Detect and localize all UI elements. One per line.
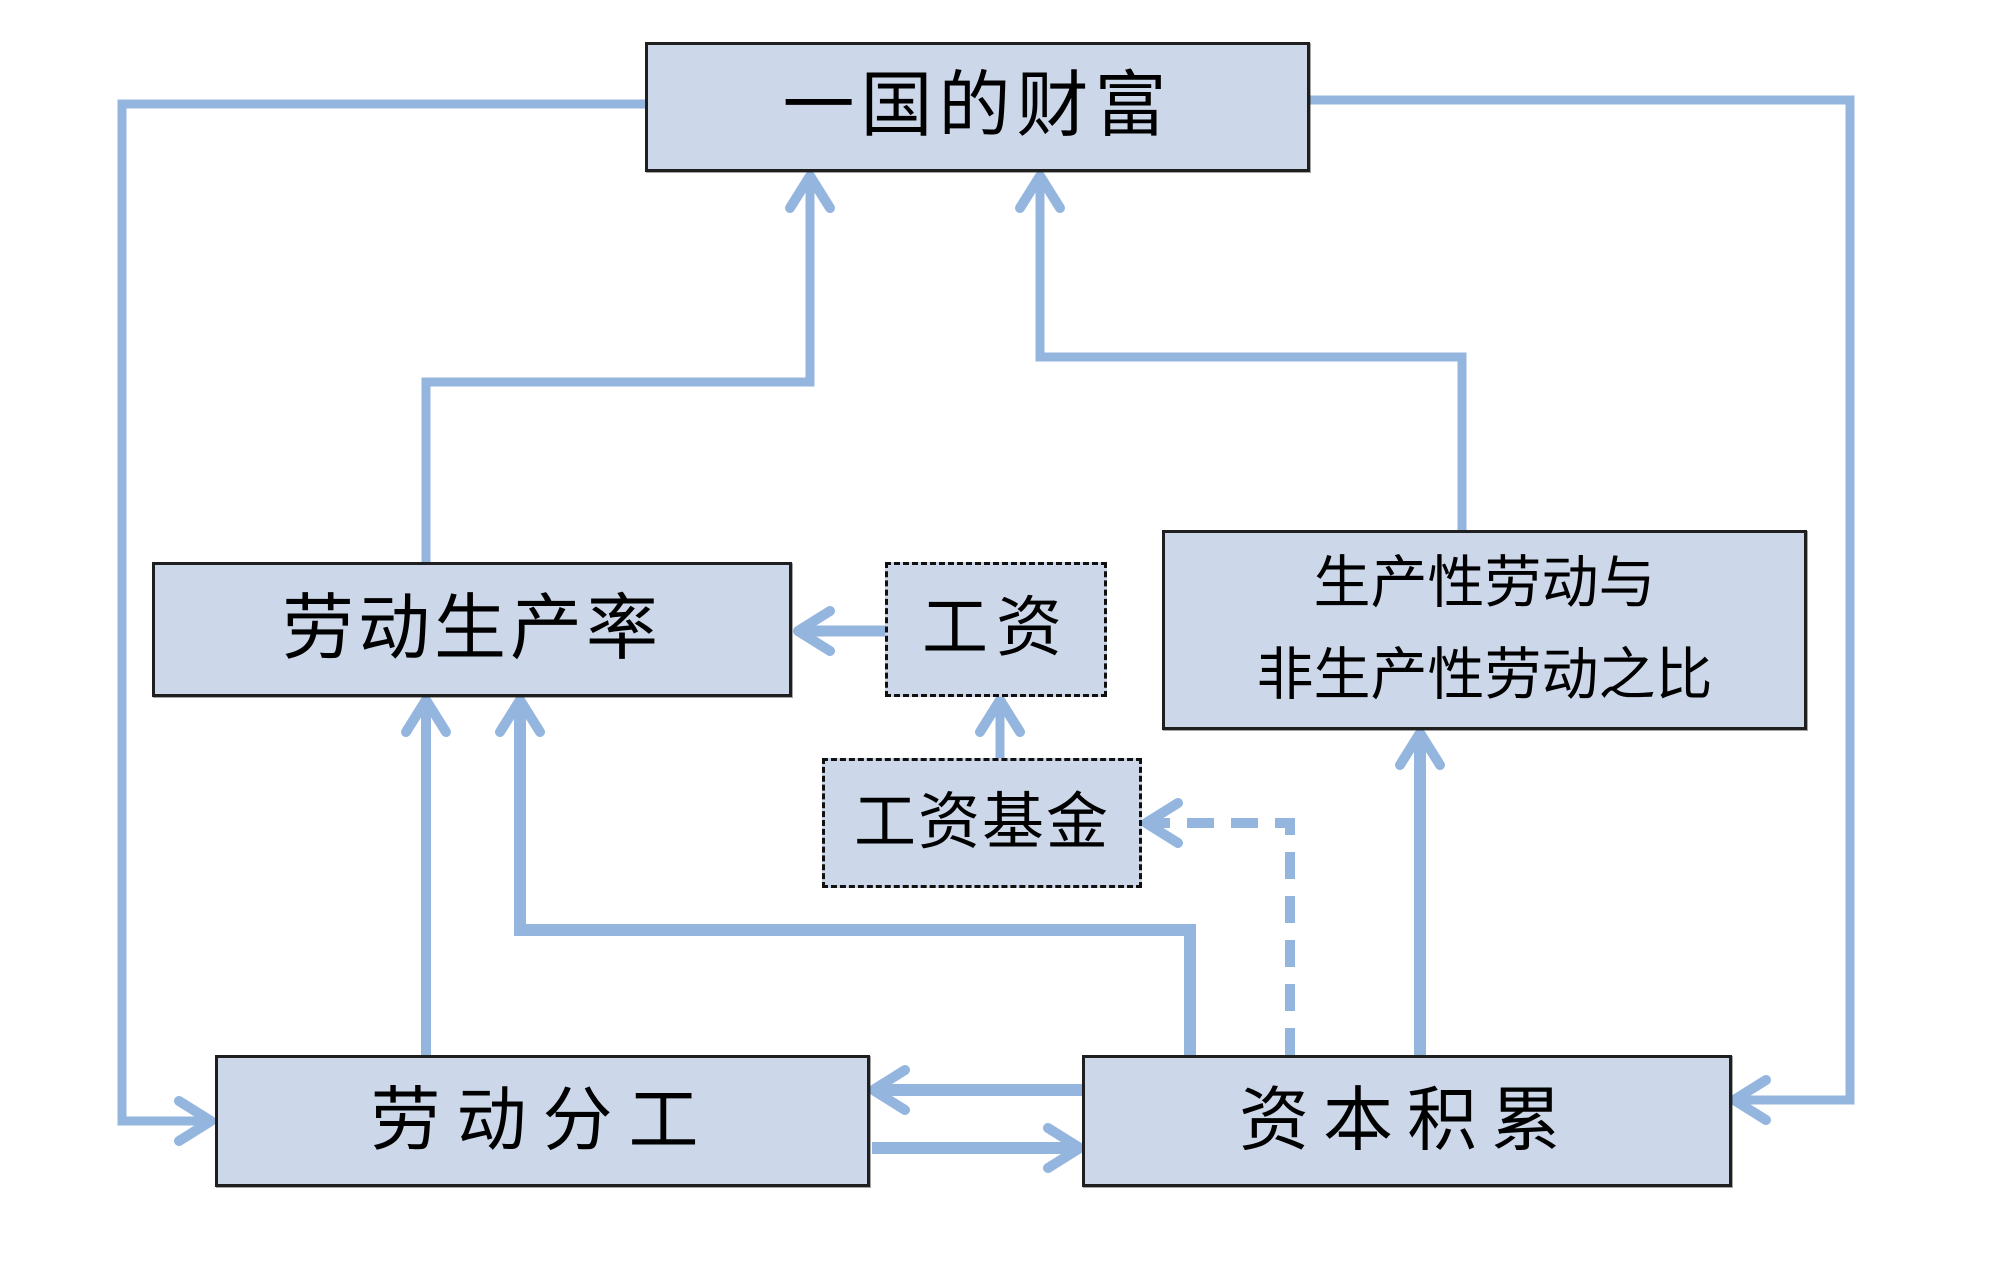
node-division-of-labor: 劳动分工 xyxy=(215,1055,870,1187)
edge-capital-to-wagefund-dashed xyxy=(1141,798,1295,1055)
node-productive-labor-ratio-label: 生产性劳动与 非生产性劳动之比 xyxy=(1257,538,1713,722)
edge-productivity-to-wealth xyxy=(421,171,835,562)
node-labor-productivity: 劳动生产率 xyxy=(152,562,792,697)
node-wage-fund: 工资基金 xyxy=(822,758,1142,888)
edge-wealth-to-division xyxy=(117,99,645,1146)
node-labor-productivity-label: 劳动生产率 xyxy=(281,588,662,669)
edge-ratio-to-wealth xyxy=(1015,171,1467,530)
node-national-wealth: 一国的财富 xyxy=(645,42,1310,172)
node-wages-label: 工资 xyxy=(922,592,1070,666)
ratio-label-line1: 生产性劳动与 xyxy=(1313,552,1656,615)
node-wages: 工资 xyxy=(885,562,1107,697)
node-division-of-labor-label: 劳动分工 xyxy=(370,1082,715,1160)
edge-wealth-to-capital xyxy=(1310,95,1855,1125)
edge-capital-to-productivity xyxy=(495,695,1196,1055)
ratio-label-line2: 非生产性劳动之比 xyxy=(1256,644,1713,707)
node-capital-accumulation: 资本积累 xyxy=(1082,1055,1732,1187)
node-productive-labor-ratio: 生产性劳动与 非生产性劳动之比 xyxy=(1162,530,1807,730)
node-national-wealth-label: 一国的财富 xyxy=(782,66,1173,147)
node-capital-accumulation-label: 资本积累 xyxy=(1239,1082,1575,1160)
node-wage-fund-label: 工资基金 xyxy=(853,788,1110,857)
